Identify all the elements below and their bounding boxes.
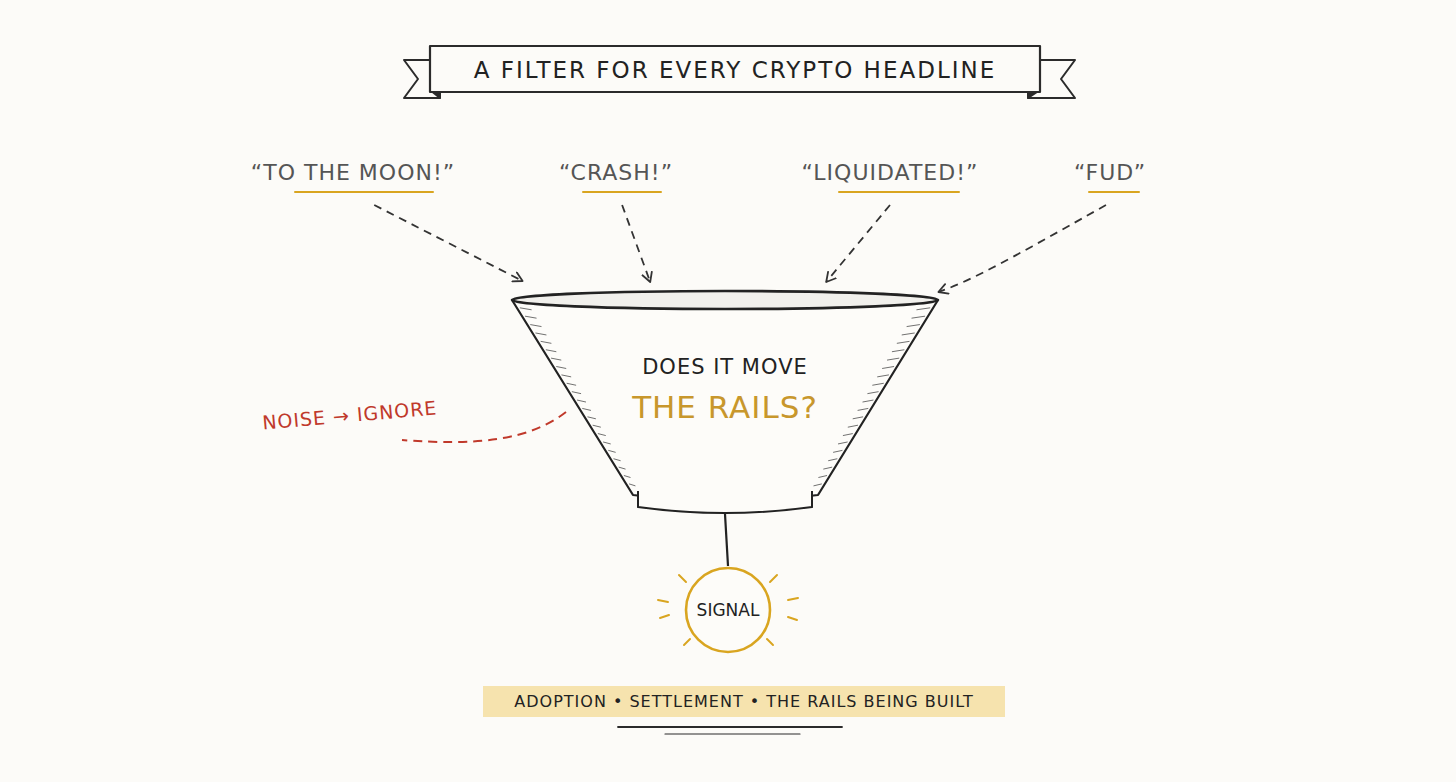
- headline-arrow: [826, 205, 890, 282]
- funnel-highlight: THE RAILS?: [505, 389, 945, 425]
- signal-text: SIGNAL: [697, 600, 760, 620]
- headline-text: “FUD”: [1070, 158, 1150, 197]
- headline: “LIQUIDATED!”: [798, 158, 983, 197]
- headline-text: “TO THE MOON!”: [247, 158, 459, 197]
- funnel-text: DOES IT MOVE THE RAILS?: [505, 355, 945, 425]
- headline-underline: [1088, 191, 1141, 193]
- filter-funnel: DOES IT MOVE THE RAILS?: [505, 285, 945, 520]
- headline-text: “LIQUIDATED!”: [798, 158, 983, 197]
- signal-circle: SIGNAL: [684, 566, 772, 654]
- headline-underline: [294, 191, 434, 193]
- stem-line: [725, 514, 728, 566]
- headline-underline: [838, 191, 960, 193]
- caption: ADOPTION • SETTLEMENT • THE RAILS BEING …: [483, 686, 1005, 717]
- headline: “FUD”: [1070, 158, 1150, 197]
- headline-arrow: [622, 205, 650, 282]
- caption-underline: [618, 727, 842, 734]
- headline: “TO THE MOON!”: [247, 158, 459, 197]
- headline-arrow: [374, 205, 522, 281]
- headline-underline: [582, 191, 663, 193]
- funnel-question: DOES IT MOVE: [505, 355, 945, 379]
- headline-arrow: [938, 205, 1106, 292]
- title-ribbon: [404, 46, 1075, 98]
- noise-label: NOISE → IGNORE: [261, 396, 438, 433]
- headline-text: “CRASH!”: [555, 158, 677, 197]
- headline: “CRASH!”: [555, 158, 677, 197]
- title: A FILTER FOR EVERY CRYPTO HEADLINE: [430, 57, 1040, 83]
